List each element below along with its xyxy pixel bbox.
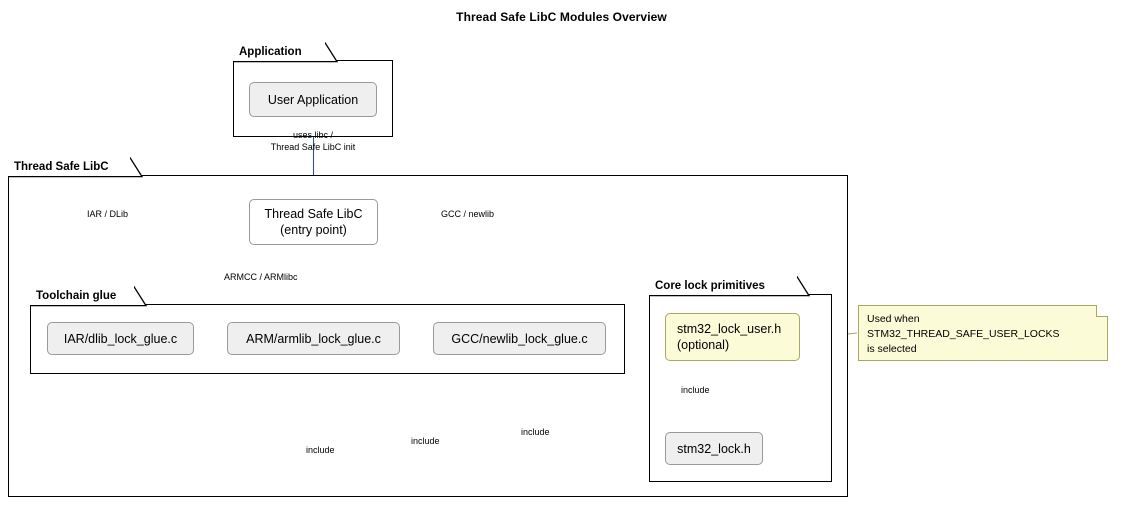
node-entry-point-line2: (entry point) xyxy=(280,223,347,237)
node-stm32-lock-h[interactable]: stm32_lock.h xyxy=(665,432,763,465)
node-iar-dlib-lock-glue[interactable]: IAR/dlib_lock_glue.c xyxy=(47,322,194,355)
node-stm32-lock-user-h-line1: stm32_lock_user.h xyxy=(677,322,782,336)
node-iar-dlib-lock-glue-label: IAR/dlib_lock_glue.c xyxy=(63,331,178,346)
node-arm-armlib-lock-glue[interactable]: ARM/armlib_lock_glue.c xyxy=(227,322,400,355)
edge-label-app-to-entry-line1: uses libc / xyxy=(292,130,334,140)
node-user-application-label: User Application xyxy=(267,92,359,107)
node-stm32-lock-user-h-line2: (optional) xyxy=(677,338,730,352)
edge-label-gcc-newlib: GCC / newlib xyxy=(441,209,495,219)
edge-label-app-to-entry: uses libc / Thread Safe LibC init xyxy=(213,130,413,153)
node-stm32-lock-h-label: stm32_lock.h xyxy=(677,441,751,456)
edge-label-app-to-entry-line2: Thread Safe LibC init xyxy=(270,141,356,152)
edge-label-user-lock-include: include xyxy=(681,385,710,395)
node-gcc-newlib-lock-glue-label: GCC/newlib_lock_glue.c xyxy=(451,331,588,346)
edge-label-iar-dlib: IAR / DLib xyxy=(87,209,129,219)
note-line3: is selected xyxy=(867,342,917,355)
node-entry-point[interactable]: Thread Safe LibC (entry point) xyxy=(249,199,378,245)
page-title: Thread Safe LibC Modules Overview xyxy=(456,10,667,24)
node-entry-point-line1: Thread Safe LibC xyxy=(264,207,363,221)
package-thread-safe-libc-label: Thread Safe LibC xyxy=(8,157,130,176)
edge-label-iar-include: include xyxy=(306,445,335,455)
note-fold-corner xyxy=(1096,305,1108,317)
edge-label-armcc-armlibc: ARMCC / ARMlibc xyxy=(224,272,298,282)
note-user-locks: Used when STM32_THREAD_SAFE_USER_LOCKS i… xyxy=(858,305,1108,361)
package-application-label: Application xyxy=(233,42,325,61)
note-line2: STM32_THREAD_SAFE_USER_LOCKS xyxy=(867,327,1060,340)
node-stm32-lock-user-h[interactable]: stm32_lock_user.h (optional) xyxy=(665,313,800,361)
node-arm-armlib-lock-glue-label: ARM/armlib_lock_glue.c xyxy=(246,331,381,346)
package-core-lock-primitives-label: Core lock primitives xyxy=(649,276,797,295)
edge-label-arm-include: include xyxy=(411,436,440,446)
note-line1: Used when xyxy=(867,313,920,325)
node-gcc-newlib-lock-glue[interactable]: GCC/newlib_lock_glue.c xyxy=(433,322,606,355)
edge-label-gcc-include: include xyxy=(521,427,550,437)
package-toolchain-glue-label: Toolchain glue xyxy=(30,286,134,305)
node-user-application[interactable]: User Application xyxy=(249,82,377,117)
